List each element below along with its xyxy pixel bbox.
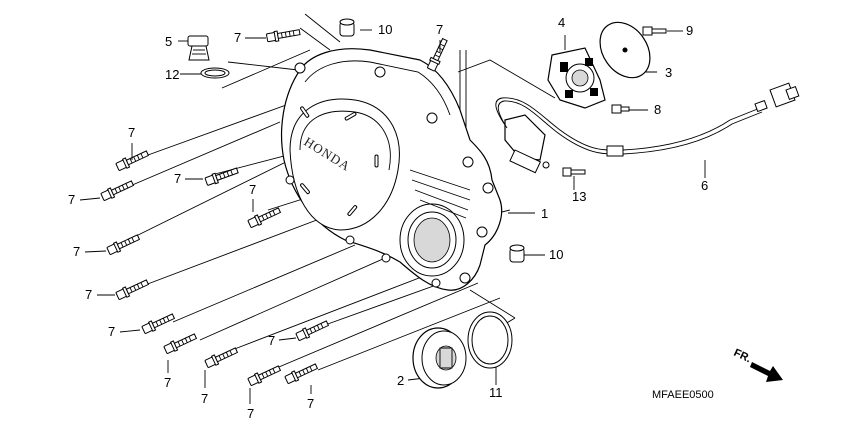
callout-7: 7 — [128, 125, 135, 140]
dowel-pin-top — [339, 18, 355, 37]
callout-7: 7 — [234, 30, 241, 45]
callout-2: 2 — [397, 373, 404, 388]
callout-7: 7 — [108, 324, 115, 339]
crankcase-cover: HONDA — [280, 48, 503, 291]
callout-1: 1 — [541, 206, 548, 221]
dowel-pin-right — [509, 244, 525, 263]
callout-5: 5 — [165, 34, 172, 49]
callout-7: 7 — [268, 333, 275, 348]
callout-8: 8 — [654, 102, 661, 117]
bolt-8 — [611, 104, 630, 114]
bolt-9 — [642, 26, 667, 36]
callout-6: 6 — [701, 178, 708, 193]
callout-4: 4 — [558, 15, 565, 30]
front-direction-arrow: FR. — [732, 347, 783, 382]
callout-7: 7 — [68, 192, 75, 207]
rotor-plate — [599, 21, 651, 79]
pulse-generator — [495, 97, 616, 174]
callout-10-right: 10 — [549, 247, 563, 262]
callout-13: 13 — [572, 189, 586, 204]
direction-label: FR. — [732, 347, 753, 365]
callout-7: 7 — [201, 391, 208, 406]
callout-11: 11 — [489, 385, 503, 400]
pulse-rotor — [547, 47, 606, 109]
wire-harness — [606, 82, 800, 157]
callout-7: 7 — [174, 171, 181, 186]
callout-12: 12 — [165, 67, 179, 82]
o-ring-11 — [467, 311, 513, 369]
callout-7: 7 — [73, 244, 80, 259]
filler-plug — [412, 327, 467, 389]
callout-7: 7 — [85, 287, 92, 302]
callout-9: 9 — [686, 23, 693, 38]
callout-3: 3 — [665, 65, 672, 80]
callout-7: 7 — [249, 182, 256, 197]
callout-7: 7 — [164, 375, 171, 390]
callout-10-top: 10 — [378, 22, 392, 37]
callout-7: 7 — [247, 406, 254, 421]
callout-7: 7 — [307, 396, 314, 411]
o-ring-12 — [200, 67, 230, 79]
callout-labels: 1 2 3 4 5 6 8 9 10 10 11 12 13 7 7 7 7 7… — [68, 15, 708, 421]
diagram-code: MFAEE0500 — [652, 389, 714, 401]
oil-filler-cap — [187, 35, 210, 61]
callout-7: 7 — [436, 22, 443, 37]
bolt-13 — [562, 167, 586, 177]
